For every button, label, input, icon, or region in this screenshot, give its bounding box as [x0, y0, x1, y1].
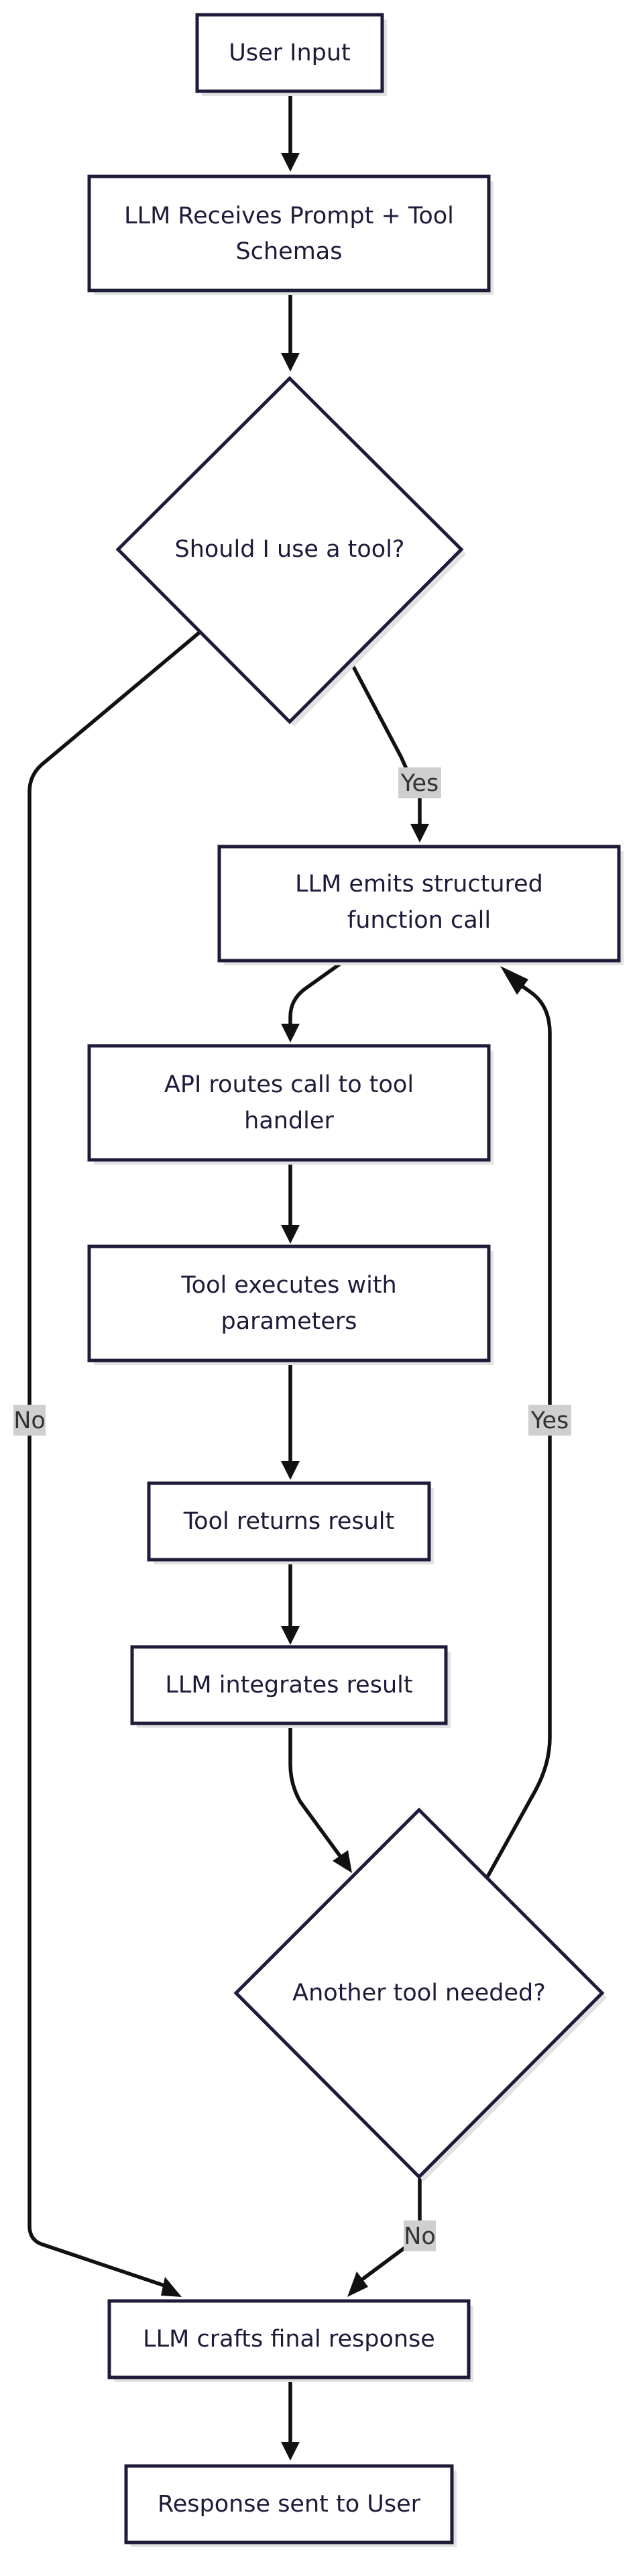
edge-integrates-to-another	[288, 1723, 343, 1859]
nodes: User Input LLM Receives Prompt + Tool Sc…	[87, 13, 624, 2547]
edge-label-use-tool-yes: Yes	[400, 770, 439, 797]
node-api-routes-line2: handler	[244, 1108, 334, 1134]
edge-decision-no	[27, 631, 200, 2288]
node-api-routes-line1: API routes call to tool	[164, 1071, 414, 1098]
arrowhead-api	[281, 1024, 300, 1042]
node-final-response: LLM crafts final response	[107, 2299, 473, 2382]
node-llm-integrates: LLM integrates result	[130, 1645, 451, 1728]
node-user-input-line1: User Input	[229, 40, 351, 66]
node-emits-call: LLM emits structured function call	[217, 845, 624, 965]
edge-label-use-tool-no: No	[13, 1407, 46, 1434]
arrowhead-final-from-no	[161, 2277, 182, 2297]
node-tool-executes-line2: parameters	[221, 1308, 357, 1335]
edge-labels: Yes No Yes No	[13, 767, 571, 2251]
node-api-routes: API routes call to tool handler	[87, 1044, 493, 1165]
arrowhead-receives	[281, 153, 300, 172]
edge-decision-yes	[350, 662, 422, 828]
node-emits-call-line2: function call	[347, 907, 491, 934]
arrowhead-final-from-another	[347, 2271, 368, 2297]
node-tool-returns: Tool returns result	[147, 1481, 434, 1564]
arrowhead-emits	[410, 824, 429, 843]
arrowhead-emits-loop	[500, 966, 528, 995]
arrowhead-returns	[281, 1461, 300, 1480]
node-llm-receives-line1: LLM Receives Prompt + Tool	[124, 203, 454, 229]
arrowhead-decision	[281, 353, 300, 372]
label-bg-another-yes	[528, 1405, 571, 1436]
label-bg-use-tool-no	[13, 1405, 46, 1436]
node-response-sent-line1: Response sent to User	[158, 2491, 421, 2518]
label-bg-another-no	[404, 2220, 436, 2251]
edge-emits-to-api	[288, 959, 347, 1028]
node-use-tool-decision: Should I use a tool?	[115, 376, 466, 727]
node-use-tool-line1: Should I use a tool?	[174, 536, 404, 563]
edges	[27, 91, 552, 2461]
arrowhead-another	[333, 1850, 352, 1873]
arrowhead-executes	[281, 1225, 300, 1244]
edge-label-another-yes: Yes	[530, 1407, 569, 1434]
node-tool-executes-line1: Tool executes with	[180, 1272, 397, 1299]
node-emits-call-line1: LLM emits structured	[295, 871, 543, 898]
node-response-sent: Response sent to User	[124, 2464, 457, 2547]
node-tool-returns-line1: Tool returns result	[183, 1508, 395, 1535]
node-final-response-line1: LLM crafts final response	[143, 2326, 435, 2353]
arrowhead-sent	[281, 2442, 300, 2461]
node-llm-receives: LLM Receives Prompt + Tool Schemas	[87, 174, 493, 295]
node-user-input: User Input	[195, 13, 387, 96]
edge-label-another-no: No	[404, 2223, 436, 2250]
label-bg-use-tool-yes	[398, 767, 441, 798]
node-another-tool-line1: Another tool needed?	[292, 1980, 546, 2006]
node-llm-integrates-line1: LLM integrates result	[165, 1672, 412, 1699]
node-another-tool-decision: Another tool needed?	[233, 1807, 607, 2182]
node-llm-receives-line2: Schemas	[236, 238, 343, 265]
edge-another-yes	[486, 983, 552, 1878]
arrowhead-integrates	[281, 1626, 300, 1645]
node-tool-executes: Tool executes with parameters	[87, 1244, 493, 1365]
